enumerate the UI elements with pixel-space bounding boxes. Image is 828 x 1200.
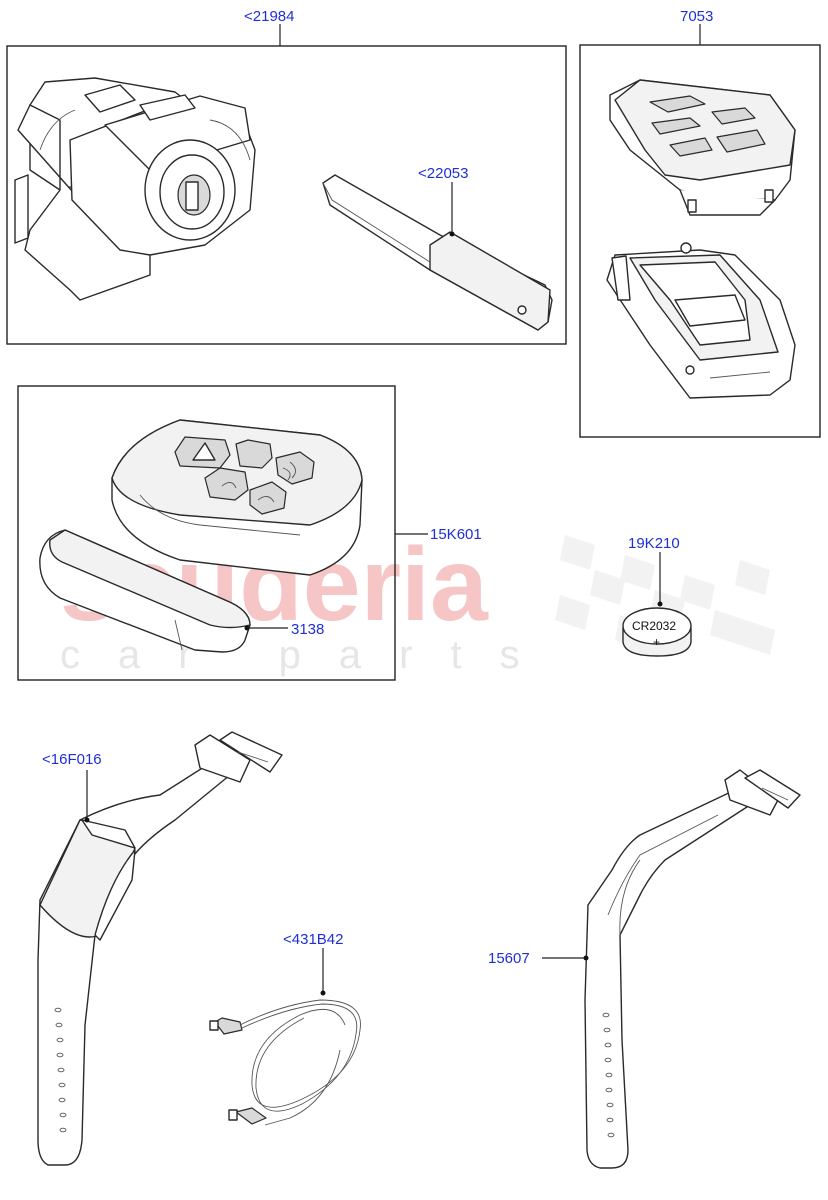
battery-polarity: + xyxy=(653,635,660,649)
emergency-key-blade xyxy=(39,529,251,653)
leader-dot-431B42 xyxy=(320,990,326,996)
leader-dot-15607 xyxy=(583,955,589,961)
ignition-lock-cylinder xyxy=(14,77,256,301)
fob-button-cover xyxy=(609,79,796,216)
replacement-strap xyxy=(584,769,801,1169)
callout-431B42[interactable]: <431B42 xyxy=(283,931,343,948)
strap-holes-right xyxy=(602,1012,615,1138)
charging-cable xyxy=(209,999,361,1126)
callout-16F016[interactable]: <16F016 xyxy=(42,751,102,768)
callout-7053[interactable]: 7053 xyxy=(680,8,713,25)
ignition-key-blade xyxy=(322,174,553,331)
callout-15K601[interactable]: 15K601 xyxy=(430,526,482,543)
strap-holes-left xyxy=(54,1007,67,1133)
activity-key-wristband xyxy=(37,731,283,1166)
callout-22053[interactable]: <22053 xyxy=(418,165,468,182)
callout-15607[interactable]: 15607 xyxy=(488,950,530,967)
leader-dot-19K210 xyxy=(657,601,663,607)
watermark-tagline: car parts xyxy=(60,633,558,677)
leader-dot-22053 xyxy=(449,231,455,237)
leader-dot-16F016 xyxy=(84,817,90,823)
smart-key-fob xyxy=(111,419,363,576)
fob-base-case xyxy=(606,242,796,399)
smart-key-box xyxy=(17,385,396,681)
lock-assembly-box xyxy=(6,45,567,345)
callout-19K210[interactable]: 19K210 xyxy=(628,535,680,552)
callout-21984[interactable]: <21984 xyxy=(244,8,294,25)
callout-3138[interactable]: 3138 xyxy=(291,621,324,638)
battery-model: CR2032 xyxy=(632,619,676,633)
leader-dot-3138 xyxy=(244,625,250,631)
coin-battery: CR2032 + xyxy=(622,607,692,657)
